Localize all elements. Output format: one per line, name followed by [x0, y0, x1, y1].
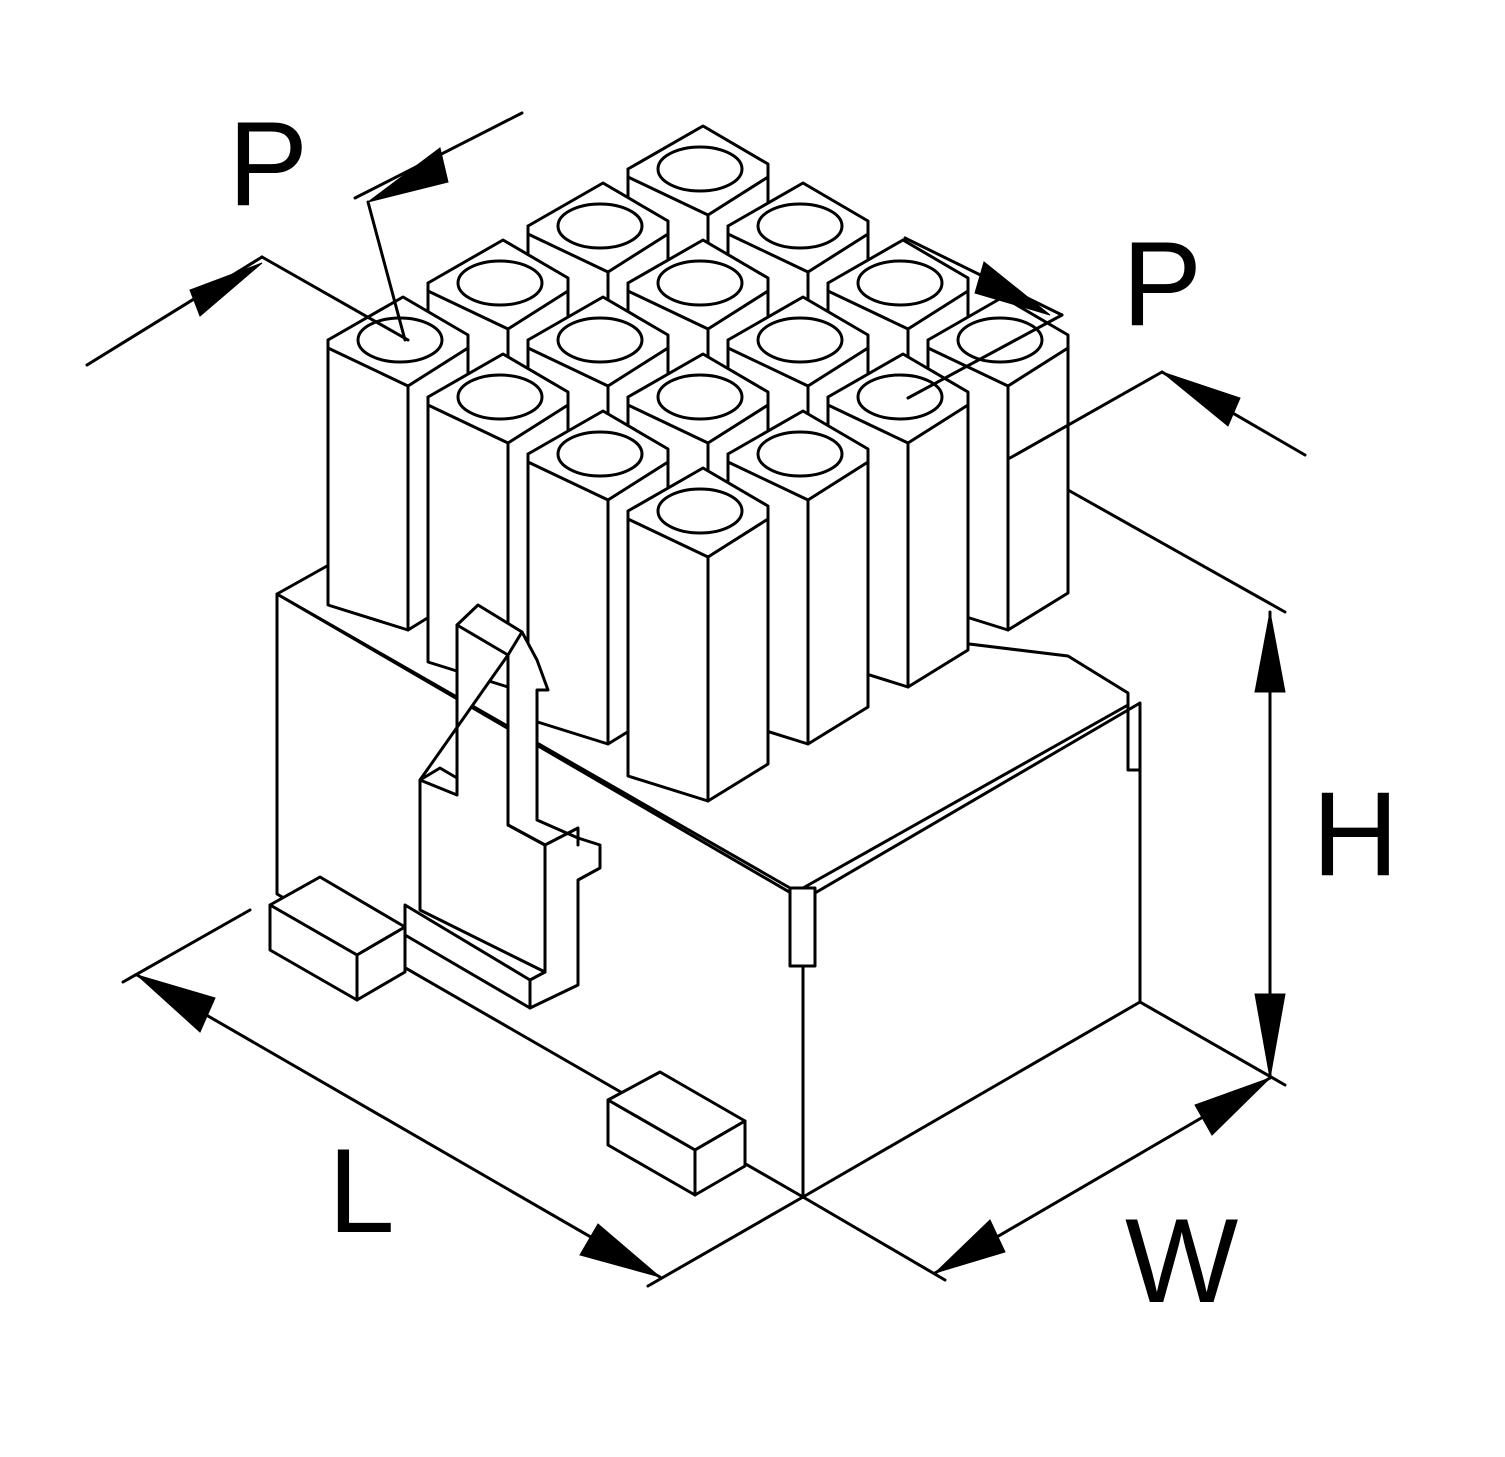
locking-latch — [403, 603, 602, 1010]
arrow-h-top — [1254, 611, 1286, 693]
arrow-w-left — [934, 1219, 1006, 1274]
label-p-right: P — [1122, 217, 1202, 351]
arrow-p-right-2 — [1161, 371, 1241, 427]
mounting-foot-right — [606, 1070, 747, 1197]
arrow-h-bottom — [1254, 993, 1286, 1079]
dimension-lines — [85, 111, 1307, 1288]
label-w: W — [1125, 1194, 1238, 1328]
pin-cavity — [626, 466, 770, 803]
label-p-top: P — [228, 97, 308, 231]
pin-grid — [326, 124, 1070, 803]
arrow-p-top-1 — [367, 147, 449, 203]
front-corner-rib — [788, 886, 817, 968]
mounting-foot-left — [268, 875, 407, 1002]
arrow-w-right — [1194, 1077, 1271, 1136]
arrow-p-right-1 — [974, 261, 1051, 316]
arrow-p-top-2 — [189, 262, 263, 317]
label-h: H — [1312, 767, 1399, 901]
arrow-l-left — [136, 974, 216, 1033]
dimension-labels: P P H L W — [228, 97, 1399, 1328]
label-l: L — [328, 1124, 395, 1258]
arrow-l-right — [579, 1223, 661, 1278]
